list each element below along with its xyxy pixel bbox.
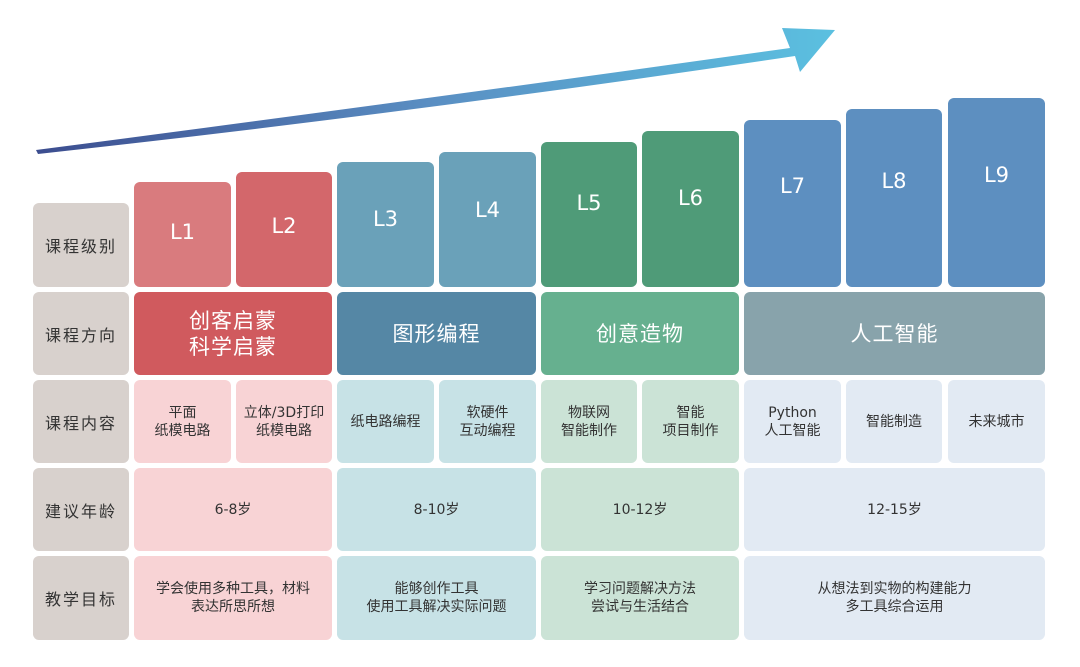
row-label-age: 建议年龄 bbox=[33, 468, 129, 551]
goal-cell: 学会使用多种工具，材料 表达所思所想 bbox=[134, 556, 332, 640]
content-cell: 立体/3D打印 纸模电路 bbox=[236, 380, 332, 463]
content-cell: 智能 项目制作 bbox=[642, 380, 739, 463]
level-l7: L7 bbox=[744, 120, 841, 287]
row-label-level: 课程级别 bbox=[33, 203, 129, 287]
row-label-direction: 课程方向 bbox=[33, 292, 129, 375]
direction-creative-making: 创意造物 bbox=[541, 292, 739, 375]
level-l3: L3 bbox=[337, 162, 434, 287]
growth-arrow-icon bbox=[36, 28, 835, 154]
age-cell: 8-10岁 bbox=[337, 468, 536, 551]
goal-cell: 能够创作工具 使用工具解决实际问题 bbox=[337, 556, 536, 640]
content-cell: 物联网 智能制作 bbox=[541, 380, 637, 463]
level-l1: L1 bbox=[134, 182, 231, 287]
level-l9: L9 bbox=[948, 98, 1045, 287]
age-cell: 12-15岁 bbox=[744, 468, 1045, 551]
goal-cell: 学习问题解决方法 尝试与生活结合 bbox=[541, 556, 739, 640]
direction-ai: 人工智能 bbox=[744, 292, 1045, 375]
content-cell: 平面 纸模电路 bbox=[134, 380, 231, 463]
content-cell: 纸电路编程 bbox=[337, 380, 434, 463]
age-cell: 10-12岁 bbox=[541, 468, 739, 551]
content-cell: 软硬件 互动编程 bbox=[439, 380, 536, 463]
age-cell: 6-8岁 bbox=[134, 468, 332, 551]
level-l8: L8 bbox=[846, 109, 942, 287]
content-cell: 智能制造 bbox=[846, 380, 942, 463]
level-l2: L2 bbox=[236, 172, 332, 287]
direction-graphic-programming: 图形编程 bbox=[337, 292, 536, 375]
level-l6: L6 bbox=[642, 131, 739, 287]
content-cell: Python 人工智能 bbox=[744, 380, 841, 463]
row-label-content: 课程内容 bbox=[33, 380, 129, 463]
level-l4: L4 bbox=[439, 152, 536, 287]
direction-maker-science: 创客启蒙 科学启蒙 bbox=[134, 292, 332, 375]
goal-cell: 从想法到实物的构建能力 多工具综合运用 bbox=[744, 556, 1045, 640]
content-cell: 未来城市 bbox=[948, 380, 1045, 463]
row-label-goal: 教学目标 bbox=[33, 556, 129, 640]
level-l5: L5 bbox=[541, 142, 637, 287]
